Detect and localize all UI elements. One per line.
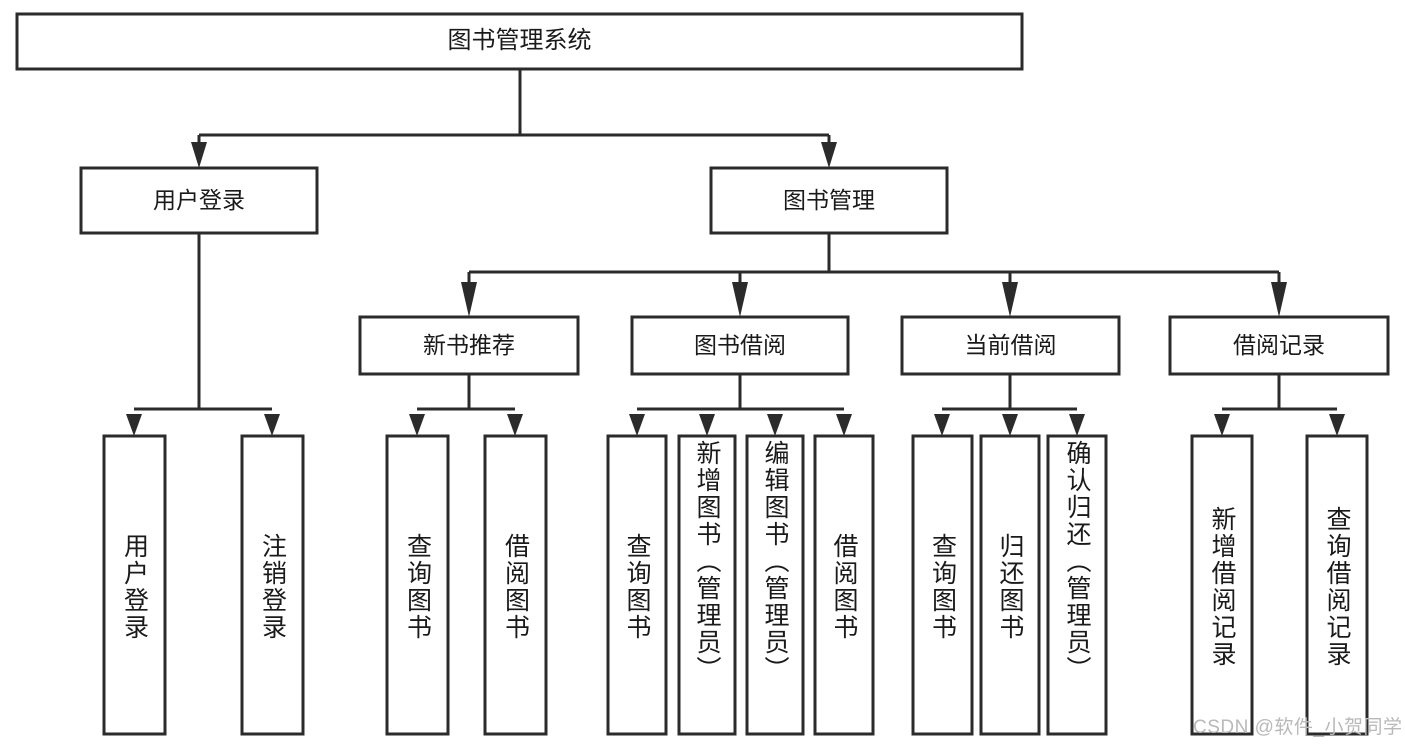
arrowhead-borrow-record-leaf-0 — [1214, 414, 1230, 436]
arrowhead-current-borrow-leaf-2 — [1069, 414, 1085, 436]
arrowhead-current-borrow-leaf-1 — [1002, 414, 1018, 436]
arrowhead-user-login-leaf-1 — [264, 414, 280, 436]
arrowhead-book-borrow — [732, 282, 748, 317]
arrowhead-borrow-record — [1271, 282, 1287, 317]
arrowhead-book-borrow-leaf-2 — [767, 414, 783, 436]
leaf-box-borrow-record-1[interactable] — [1305, 434, 1369, 736]
leaf-box-borrow-record-0[interactable] — [1190, 434, 1254, 736]
leaf-box-new-book-1[interactable] — [483, 434, 548, 736]
arrowhead-book-borrow-leaf-0 — [629, 414, 645, 436]
leaf-box-current-borrow-0[interactable] — [911, 434, 974, 736]
leaf-box-user-login-1[interactable] — [240, 434, 305, 736]
leaf-box-current-borrow-1[interactable] — [979, 434, 1041, 736]
arrowhead-new-book-leaf-1 — [507, 414, 523, 436]
arrowhead-user-login-leaf-0 — [126, 414, 142, 436]
leaf-box-book-borrow-0[interactable] — [606, 434, 668, 736]
leaf-box-book-borrow-1[interactable] — [677, 434, 737, 736]
arrowhead-new-book-recommend — [461, 282, 477, 317]
arrowhead-borrow-record-leaf-1 — [1329, 414, 1345, 436]
leaf-box-book-borrow-3[interactable] — [813, 434, 875, 736]
node-box-user-login[interactable] — [79, 166, 319, 235]
node-box-borrow-record[interactable] — [1168, 315, 1390, 376]
node-box-root[interactable] — [15, 12, 1024, 71]
arrowhead-current-borrow-leaf-0 — [934, 414, 950, 436]
node-box-book-management[interactable] — [709, 166, 949, 235]
node-box-current-borrow[interactable] — [900, 315, 1121, 376]
arrowhead-book-borrow-leaf-1 — [699, 414, 715, 436]
arrowhead-new-book-leaf-0 — [409, 414, 425, 436]
arrowhead-user-login — [191, 142, 207, 168]
leaf-box-user-login-0[interactable] — [102, 434, 167, 736]
arrowhead-book-management — [821, 142, 837, 168]
node-box-book-borrow[interactable] — [630, 315, 850, 376]
arrowhead-book-borrow-leaf-3 — [836, 414, 852, 436]
leaf-box-book-borrow-2[interactable] — [745, 434, 805, 736]
leaf-box-new-book-0[interactable] — [385, 434, 450, 736]
leaf-box-current-borrow-2[interactable] — [1046, 434, 1108, 736]
watermark-text: CSDN @软件_小贺同学 — [1193, 717, 1403, 738]
node-box-new-book-recommend[interactable] — [358, 315, 580, 376]
arrowhead-current-borrow — [1002, 282, 1018, 317]
